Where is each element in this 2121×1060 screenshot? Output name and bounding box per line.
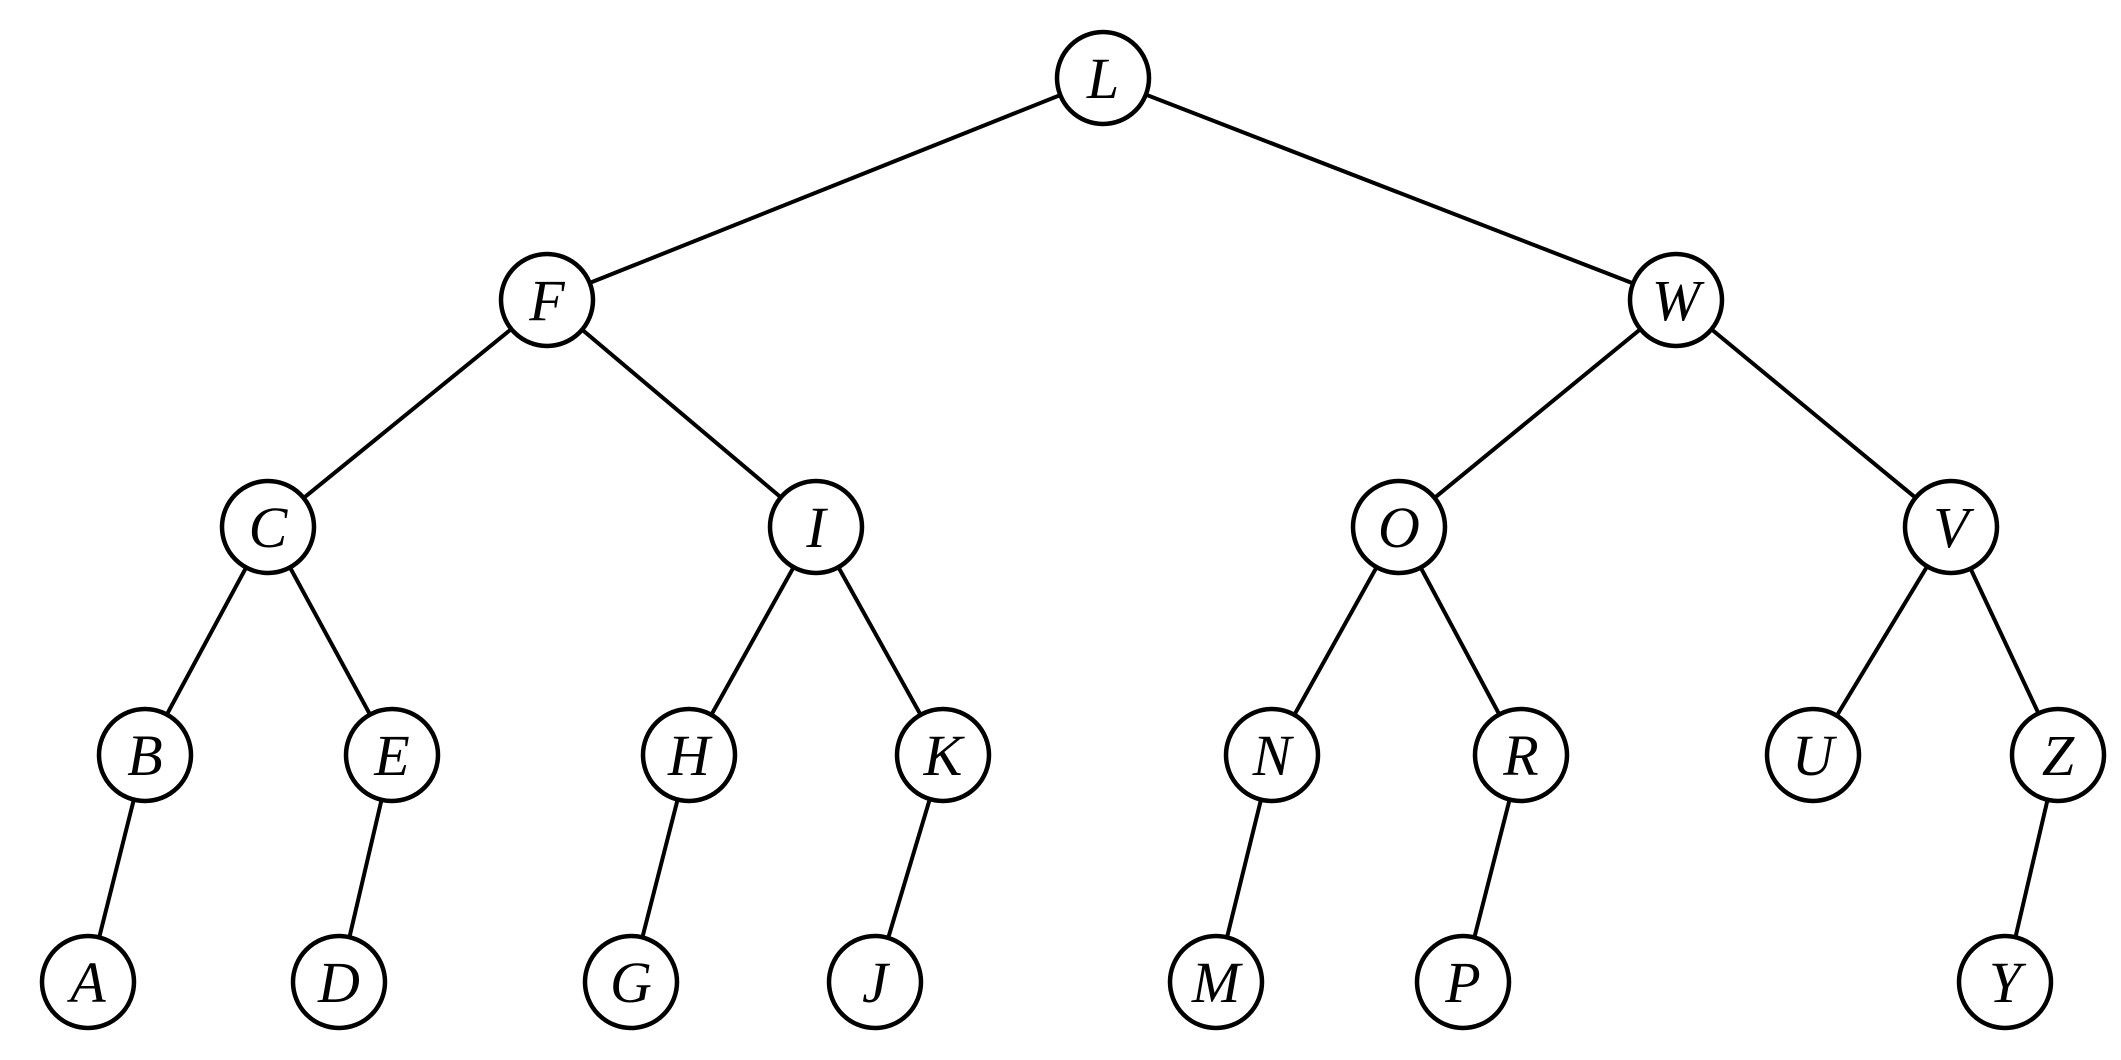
edge-F-I: [545, 298, 818, 529]
node-label-F: F: [528, 268, 565, 333]
tree-node-C: C: [219, 478, 317, 576]
node-circle-P: [1414, 933, 1512, 1031]
node-label-Y: Y: [1989, 950, 2027, 1015]
node-circle-L: [1054, 29, 1152, 127]
node-label-P: P: [1444, 950, 1480, 1015]
node-label-O: O: [1378, 495, 1420, 560]
node-label-U: U: [1792, 723, 1838, 788]
node-circle-F: [498, 251, 596, 349]
tree-node-F: F: [498, 251, 596, 349]
node-circle-N: [1223, 706, 1321, 804]
node-label-N: N: [1252, 723, 1295, 788]
tree-node-N: N: [1223, 706, 1321, 804]
tree-node-M: M: [1167, 933, 1265, 1031]
node-circle-W: [1627, 251, 1725, 349]
node-circle-D: [290, 933, 388, 1031]
tree-node-H: H: [640, 706, 738, 804]
node-label-V: V: [1933, 495, 1975, 560]
tree-node-L: L: [1054, 29, 1152, 127]
node-circle-V: [1902, 478, 2000, 576]
tree-node-A: A: [39, 933, 137, 1031]
edge-W-O: [1397, 298, 1678, 529]
edge-L-W: [1101, 76, 1678, 302]
node-label-M: M: [1191, 950, 1243, 1015]
node-circle-Z: [2009, 706, 2107, 804]
node-circle-G: [582, 933, 680, 1031]
tree-node-R: R: [1472, 706, 1570, 804]
node-circle-H: [640, 706, 738, 804]
node-label-B: B: [127, 723, 162, 788]
tree-node-V: V: [1902, 478, 2000, 576]
edge-L-F: [545, 76, 1105, 302]
node-circle-I: [767, 478, 865, 576]
tree-node-W: W: [1627, 251, 1725, 349]
tree-node-P: P: [1414, 933, 1512, 1031]
tree-node-Z: Z: [2009, 706, 2107, 804]
tree-node-D: D: [290, 933, 388, 1031]
node-label-H: H: [667, 723, 713, 788]
tree-node-E: E: [343, 706, 441, 804]
node-label-A: A: [66, 950, 106, 1015]
node-circle-M: [1167, 933, 1265, 1031]
node-circle-O: [1350, 478, 1448, 576]
tree-node-K: K: [894, 706, 992, 804]
node-circle-A: [39, 933, 137, 1031]
tree-node-I: I: [767, 478, 865, 576]
tree-node-G: G: [582, 933, 680, 1031]
node-circle-U: [1764, 706, 1862, 804]
node-label-E: E: [373, 723, 409, 788]
node-label-L: L: [1086, 46, 1119, 111]
node-circle-E: [343, 706, 441, 804]
node-label-D: D: [317, 950, 360, 1015]
node-label-I: I: [805, 495, 828, 560]
node-label-R: R: [1502, 723, 1538, 788]
node-label-K: K: [923, 723, 966, 788]
tree-node-O: O: [1350, 478, 1448, 576]
node-label-Z: Z: [2042, 723, 2075, 788]
node-label-W: W: [1652, 268, 1705, 333]
node-circle-R: [1472, 706, 1570, 804]
node-circle-Y: [1956, 933, 2054, 1031]
tree-node-U: U: [1764, 706, 1862, 804]
tree-node-Y: Y: [1956, 933, 2054, 1031]
edge-F-C: [266, 298, 549, 529]
node-circle-K: [894, 706, 992, 804]
node-circle-C: [219, 478, 317, 576]
node-circle-B: [96, 706, 194, 804]
tree-node-B: B: [96, 706, 194, 804]
edge-W-V: [1674, 298, 1953, 529]
node-circle-J: [826, 933, 924, 1031]
tree-node-J: J: [826, 933, 924, 1031]
node-label-C: C: [249, 495, 289, 560]
node-label-G: G: [610, 950, 652, 1015]
node-label-J: J: [862, 950, 891, 1015]
